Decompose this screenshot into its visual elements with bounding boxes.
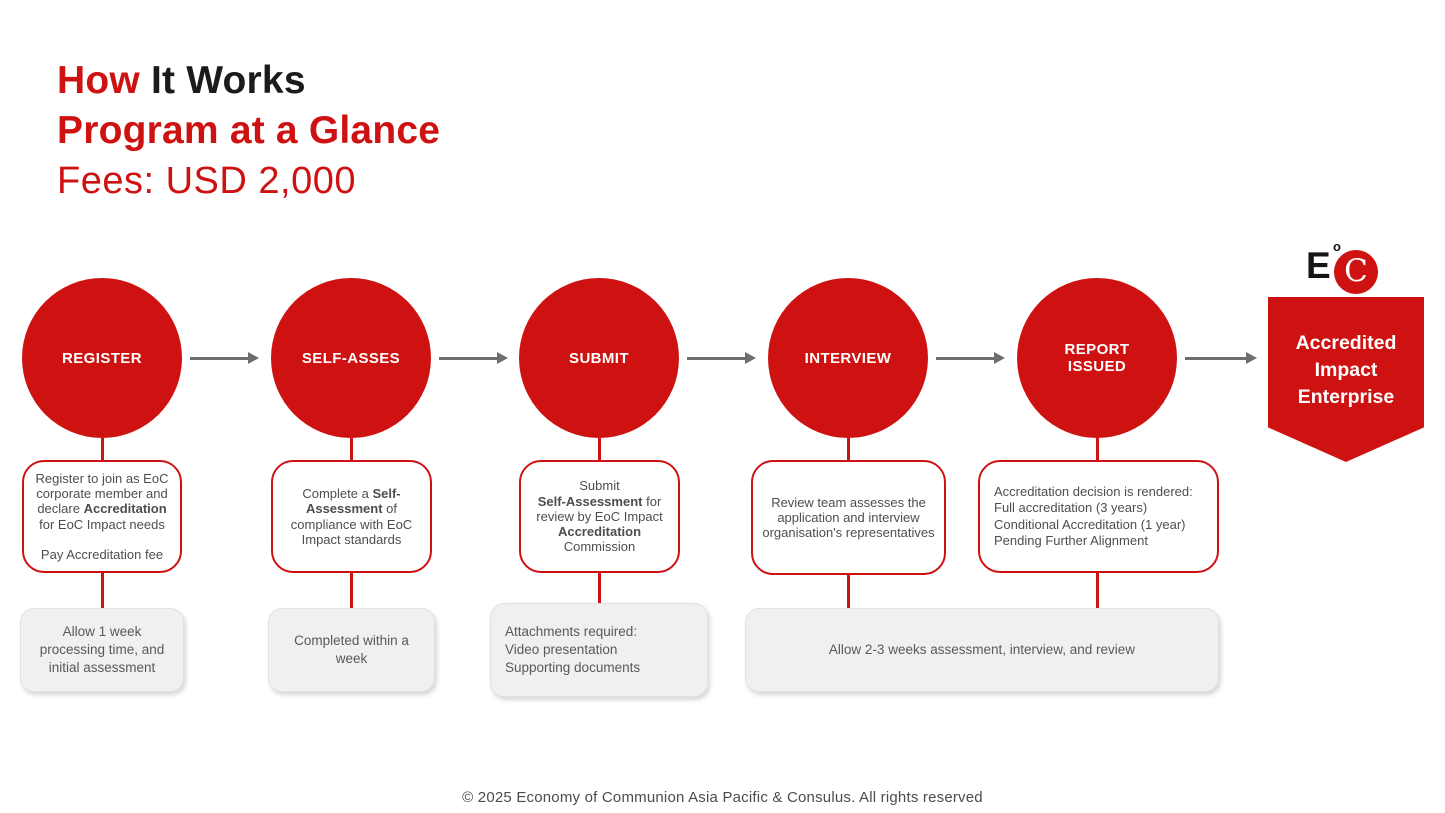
banner-line: Accredited <box>1295 332 1397 354</box>
page-subtitle: Program at a Glance <box>57 109 441 152</box>
step-label: INTERVIEW <box>804 349 892 367</box>
detail-box-register: Register to join as EoC corporate member… <box>22 460 182 573</box>
banner-line: Enterprise <box>1297 386 1395 408</box>
eoc-logo: E o C <box>1306 239 1382 297</box>
eoc-logo-o-letter: o <box>1333 239 1341 254</box>
connector-line <box>1096 438 1099 462</box>
detail-box-report-issued: Accreditation decision is rendered:Full … <box>978 460 1219 573</box>
step-label: REPORT ISSUED <box>1064 341 1130 375</box>
connector-line <box>101 573 104 609</box>
title-how: How <box>57 59 140 102</box>
title-it-works: It Works <box>139 59 306 102</box>
connector-line <box>350 438 353 462</box>
step-circle-interview: INTERVIEW <box>768 278 928 438</box>
flow-arrow-icon <box>1185 352 1257 363</box>
eoc-logo-c-letter: C <box>1344 252 1368 289</box>
eoc-logo-e-letter: E <box>1306 245 1331 286</box>
connector-line <box>598 438 601 462</box>
connector-line <box>847 575 850 609</box>
connector-line <box>598 573 601 604</box>
note-box-review: Allow 2-3 weeks assessment, interview, a… <box>745 608 1219 692</box>
flow-arrow-icon <box>190 352 259 363</box>
connector-line <box>1096 573 1099 609</box>
page-title: How It Works <box>57 56 440 106</box>
flow-arrow-icon <box>687 352 756 363</box>
step-label: SUBMIT <box>569 349 629 367</box>
step-label: SELF-ASSES <box>301 349 401 367</box>
banner-line: Impact <box>1314 359 1378 381</box>
flow-arrow-icon <box>936 352 1005 363</box>
step-label: REGISTER <box>62 349 142 367</box>
detail-box-self-asses: Complete a Self-Assessment of compliance… <box>271 460 432 573</box>
copyright-footer: © 2025 Economy of Communion Asia Pacific… <box>462 789 983 806</box>
page-title-block: How It Works Program at a Glance Fees: U… <box>57 56 440 206</box>
step-circle-report-issued: REPORT ISSUED <box>1017 278 1177 438</box>
connector-line <box>101 438 104 462</box>
fees-text: Fees: USD 2,000 <box>57 160 356 202</box>
step-circle-register: REGISTER <box>22 278 182 438</box>
note-box-register: Allow 1 week processing time, and initia… <box>20 608 184 692</box>
connector-line <box>847 438 850 462</box>
flow-arrow-icon <box>439 352 508 363</box>
detail-box-interview: Review team assesses the application and… <box>751 460 946 575</box>
connector-line <box>350 573 353 609</box>
eoc-logo-circle-icon: C <box>1334 250 1378 294</box>
accredited-banner: Accredited Impact Enterprise <box>1268 297 1424 462</box>
note-box-self-asses: Completed within a week <box>268 608 435 692</box>
step-circle-submit: SUBMIT <box>519 278 679 438</box>
step-circle-self-asses: SELF-ASSES <box>271 278 431 438</box>
